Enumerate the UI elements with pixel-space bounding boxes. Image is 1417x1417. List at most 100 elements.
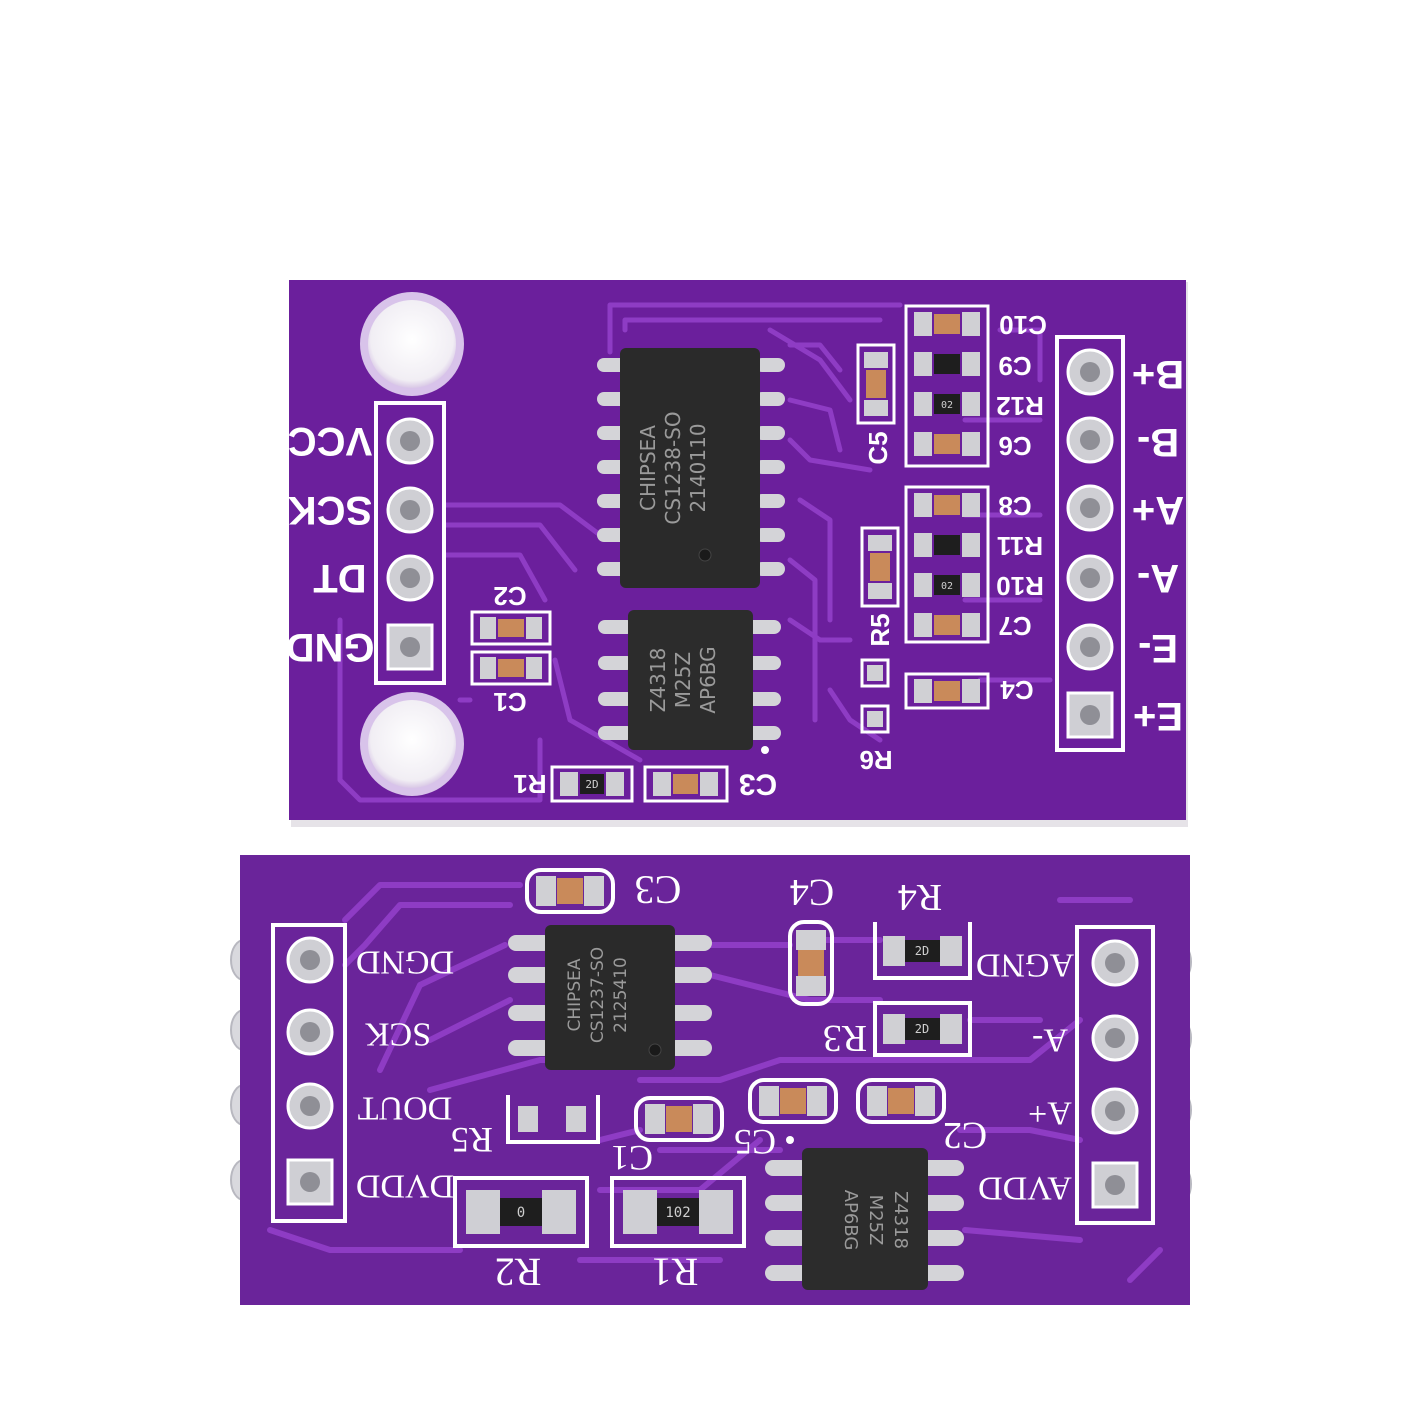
chip-regulator-top: Z4318 M25Z AP6BG xyxy=(598,610,781,754)
label-r6: R6 xyxy=(859,745,892,775)
chip-marking-line3: AP6BG xyxy=(696,646,720,713)
pin-label-dout: DOUT xyxy=(358,1090,453,1127)
chip-marking-line2: CS1238-SO xyxy=(661,411,685,524)
label-r1: R1 xyxy=(513,769,546,799)
chip-marking-line1: Z4318 xyxy=(646,648,670,713)
pin-hole xyxy=(300,1022,320,1042)
pin-hole xyxy=(1105,1101,1125,1121)
pin-hole xyxy=(400,568,420,588)
pin-hole xyxy=(1080,430,1100,450)
pin-label-avdd: AVDD xyxy=(978,1170,1072,1207)
right-pin-labels: B+ B- A+ A- E- E+ xyxy=(1132,352,1184,738)
label-c5-bottom: C5 xyxy=(734,1122,776,1162)
pin-label-gnd: GND xyxy=(286,625,375,669)
chip-marking-line1: Z4318 xyxy=(890,1191,911,1249)
chip-marking-line2: CS1237-SO xyxy=(588,947,608,1043)
pin-hole xyxy=(1080,568,1100,588)
label-c7: C7 xyxy=(998,611,1031,641)
label-c8: C8 xyxy=(998,491,1031,521)
chip-body xyxy=(802,1148,928,1290)
chip-marking-line2: M25Z xyxy=(671,652,695,708)
mounting-hole-top-inner xyxy=(368,300,456,388)
chip-pin1-dot xyxy=(761,746,769,754)
label-c2-bottom: C2 xyxy=(943,1114,987,1156)
resistor-code: 102 xyxy=(665,1205,690,1221)
resistor-r2-bottom: 0 xyxy=(453,1176,589,1248)
left-pin-labels: VCC SCK DT GND xyxy=(286,419,375,669)
right-header-outline-bottom xyxy=(1075,925,1155,1225)
pin-label-dvdd: DVDD xyxy=(356,1168,454,1205)
pin-label-a-minus: A- xyxy=(1032,1022,1068,1059)
resistor-code: 02 xyxy=(941,400,953,411)
chip-body xyxy=(620,348,760,588)
pin-label-vcc: VCC xyxy=(288,419,372,463)
pin-label-sck: SCK xyxy=(364,1016,431,1053)
resistor-r3-bottom: 2D xyxy=(873,1001,972,1057)
chip-marking-line3: 2140110 xyxy=(686,423,710,512)
label-c2: C2 xyxy=(493,581,526,611)
chip-pin1-dot xyxy=(648,1043,662,1057)
pin-hole xyxy=(1080,637,1100,657)
resistor-code: 2D xyxy=(915,1022,929,1036)
chip-marking-line3: 2125410 xyxy=(611,957,631,1033)
left-header-pins-bottom xyxy=(286,936,334,1206)
pin-label-e-minus: E- xyxy=(1138,626,1178,670)
resistor-r1-top: 2D xyxy=(550,765,634,803)
chip-body xyxy=(545,925,675,1070)
pin-hole xyxy=(1080,498,1100,518)
pin-hole xyxy=(1105,953,1125,973)
board-top-traces xyxy=(337,302,1053,803)
label-c5: C5 xyxy=(863,431,893,464)
pin-label-b-minus: B- xyxy=(1137,420,1179,464)
pin-label-b-plus: B+ xyxy=(1132,352,1184,396)
right-header-pins xyxy=(1066,348,1114,739)
label-r12: R12 xyxy=(996,391,1044,421)
pin-hole xyxy=(1105,1175,1125,1195)
pin-label-a-minus: A- xyxy=(1137,556,1179,600)
resistor-code: 2D xyxy=(585,778,598,791)
resistor-r1-bottom: 102 xyxy=(610,1176,746,1248)
label-r1-bottom: R1 xyxy=(652,1250,699,1295)
label-c1-bottom: C1 xyxy=(611,1138,653,1178)
chip-marking-line1: CHIPSEA xyxy=(565,958,585,1031)
pin-hole xyxy=(300,1096,320,1116)
resistor-code: 2D xyxy=(915,944,929,958)
label-c10: C10 xyxy=(999,310,1047,340)
left-header-pins xyxy=(386,417,434,671)
right-header-pins-bottom xyxy=(1091,939,1139,1209)
resistor-code: 0 xyxy=(517,1205,525,1221)
label-r5: R5 xyxy=(865,613,895,646)
cap-c3-top xyxy=(643,765,729,803)
cap-c1-bottom xyxy=(634,1096,724,1142)
pin-hole xyxy=(1105,1028,1125,1048)
cap-c2-bottom xyxy=(856,1078,946,1124)
board-bottom: DGND SCK DOUT DVDD AGND A- A+ AVDD xyxy=(230,855,1192,1305)
label-c4: C4 xyxy=(1000,675,1034,705)
label-c4-bottom: C4 xyxy=(790,871,834,913)
label-c3-bottom: C3 xyxy=(635,868,682,913)
chip-marking-line2: M25Z xyxy=(865,1195,886,1246)
cap-c2-c1-pair xyxy=(470,610,552,686)
pin-hole xyxy=(400,431,420,451)
chip-marking-line1: CHIPSEA xyxy=(636,425,660,511)
chip-marking-line3: AP6BG xyxy=(840,1190,861,1251)
pin-label-e-plus: E+ xyxy=(1133,694,1183,738)
label-c6: C6 xyxy=(998,431,1031,461)
label-r2-bottom: R2 xyxy=(495,1250,542,1295)
board-top: VCC SCK DT GND B+ B- A+ A- E- E xyxy=(286,280,1188,827)
pin-hole xyxy=(1080,362,1100,382)
mounting-hole-bottom-inner xyxy=(368,700,456,788)
label-c9: C9 xyxy=(998,351,1031,381)
pin-hole xyxy=(300,1172,320,1192)
right-column-labels: C10 C9 R12 C6 C8 R11 R10 C7 C4 C5 R5 R6 xyxy=(859,310,1046,775)
resistor-r5-bottom xyxy=(506,1095,600,1144)
pin-hole xyxy=(400,500,420,520)
label-c3: C3 xyxy=(739,768,777,801)
pin-label-sck: SCK xyxy=(288,488,373,532)
chip-body xyxy=(628,610,753,750)
component-column-right: 02 02 xyxy=(856,304,990,734)
left-header-outline-bottom xyxy=(271,923,347,1223)
right-pin-labels-bottom: AGND A- A+ AVDD xyxy=(976,947,1074,1207)
cap-c4-bottom xyxy=(788,920,834,1006)
